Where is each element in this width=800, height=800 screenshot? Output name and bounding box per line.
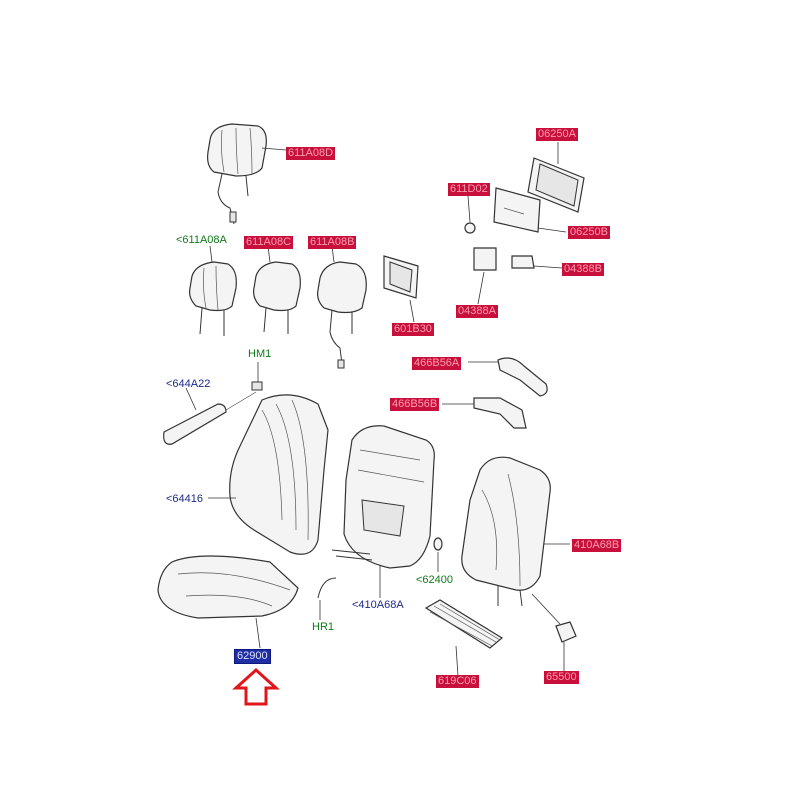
- headrest-b-part[interactable]: [317, 245, 367, 369]
- back-410a68b-part[interactable]: [461, 456, 570, 607]
- back-410a68a-part[interactable]: [331, 425, 435, 598]
- part-04388a-part[interactable]: [473, 247, 497, 305]
- label-611d02[interactable]: 611D02: [448, 183, 490, 196]
- label-410a68b[interactable]: 410A68B: [572, 539, 622, 552]
- trim-466b56a-part[interactable]: [468, 357, 548, 397]
- headrest-a-part[interactable]: [189, 245, 237, 336]
- label-04388a[interactable]: 04388A: [456, 305, 498, 318]
- guide-601b30-part[interactable]: [383, 255, 419, 323]
- cushion-62900-part[interactable]: [157, 555, 299, 649]
- label-601b30[interactable]: 601B30: [392, 323, 434, 336]
- label-466b56b[interactable]: 466B56B: [390, 398, 440, 411]
- part-65500-part[interactable]: [531, 593, 577, 676]
- arrow-up-icon: [232, 667, 280, 706]
- label-04388b[interactable]: 04388B: [562, 263, 604, 276]
- label-06250b[interactable]: 06250B: [568, 226, 610, 239]
- headrest-top-part[interactable]: [207, 123, 287, 225]
- label-65500[interactable]: 65500: [544, 671, 579, 684]
- part-04388b-part[interactable]: [511, 255, 563, 269]
- headrest-c-part[interactable]: [253, 245, 301, 334]
- hr1-part[interactable]: [317, 577, 337, 620]
- clip-611d02-part[interactable]: [464, 195, 476, 234]
- part-644a22-part[interactable]: [163, 387, 257, 445]
- label-64416[interactable]: <64416: [166, 493, 204, 505]
- label-619c06[interactable]: 619C06: [436, 675, 479, 688]
- hm1-part[interactable]: [251, 362, 263, 391]
- label-410a68a[interactable]: <410A68A: [352, 599, 404, 611]
- part-62400-part[interactable]: [433, 537, 443, 572]
- label-611a08d[interactable]: 611A08D: [286, 147, 336, 160]
- frame-06250a-part[interactable]: [527, 142, 585, 213]
- label-611a08c[interactable]: 611A08C: [244, 236, 294, 249]
- trim-466b56b-part[interactable]: [442, 397, 527, 429]
- panel-06250b-part[interactable]: [493, 187, 567, 233]
- mesh-619c06-part[interactable]: [424, 599, 504, 677]
- label-611a08a[interactable]: <611A08A: [176, 234, 227, 246]
- label-62900[interactable]: 62900: [234, 649, 271, 664]
- label-62400[interactable]: <62400: [416, 574, 454, 586]
- label-644a22[interactable]: <644A22: [166, 378, 211, 390]
- label-466b56a[interactable]: 466B56A: [412, 357, 462, 370]
- label-hm1[interactable]: HM1: [248, 348, 272, 360]
- cover-64416-part[interactable]: [208, 394, 329, 555]
- label-611a08b[interactable]: 611A08B: [308, 236, 357, 249]
- label-hr1[interactable]: HR1: [312, 621, 335, 633]
- label-06250a[interactable]: 06250A: [536, 128, 578, 141]
